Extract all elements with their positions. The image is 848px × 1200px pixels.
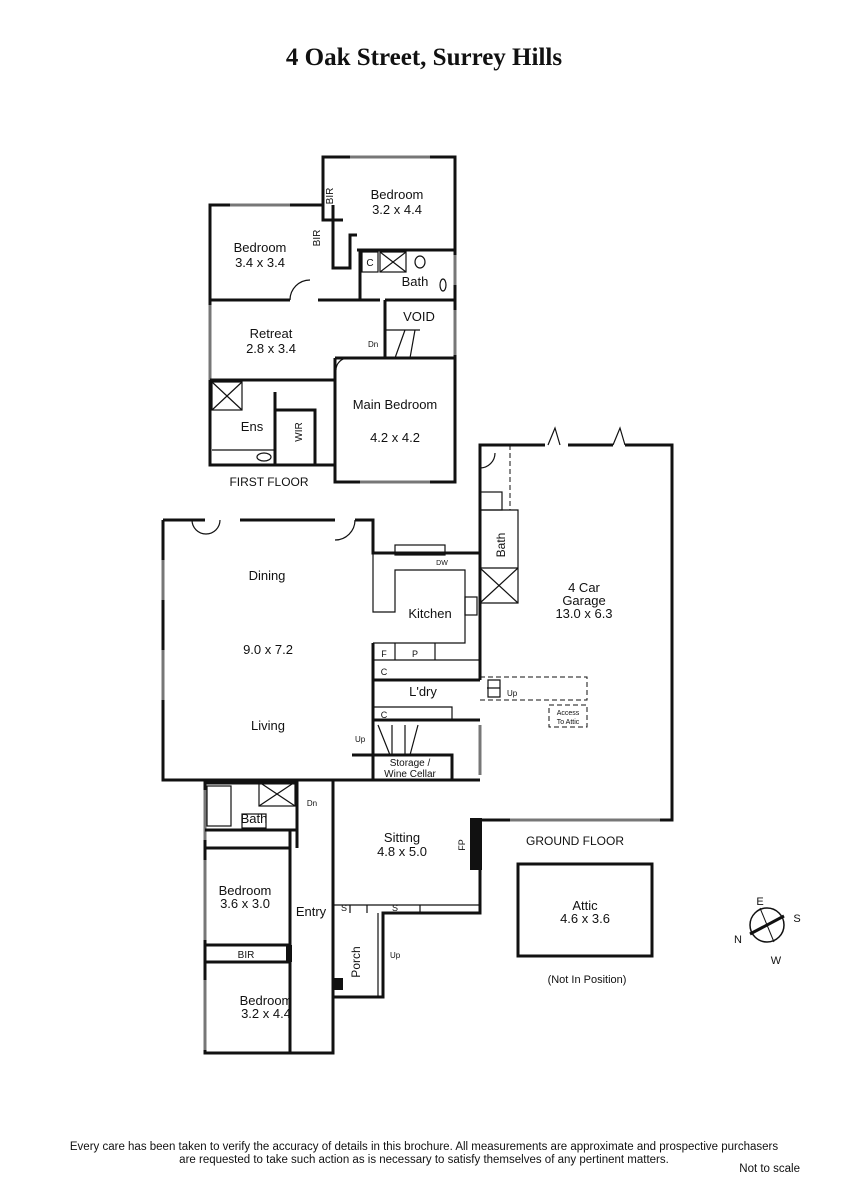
fridge-label: F xyxy=(381,649,387,659)
room-size: 2.8 x 3.4 xyxy=(246,341,296,356)
compass-icon: E S N W xyxy=(734,896,801,967)
first-floor: BIR BIR Bedroom 3.2 x 4.4 Bedroom 3.4 x … xyxy=(208,155,457,489)
porch-label: Porch xyxy=(349,946,363,977)
ground-floor-label: GROUND FLOOR xyxy=(526,834,624,848)
room-size: 4.2 x 4.2 xyxy=(370,430,420,445)
sitting-size: 4.8 x 5.0 xyxy=(377,844,427,859)
attic-label: Attic xyxy=(572,898,598,913)
up-label: Up xyxy=(507,689,518,698)
first-floor-label: FIRST FLOOR xyxy=(229,475,308,489)
s-label: S xyxy=(392,903,398,913)
void-label: VOID xyxy=(403,309,435,324)
pantry-label: P xyxy=(412,649,418,659)
s-label: S xyxy=(341,903,347,913)
entry-label: Entry xyxy=(296,904,327,919)
room-name: Main Bedroom xyxy=(353,397,438,412)
c-label: C xyxy=(381,667,388,677)
dn-label: Dn xyxy=(368,340,378,349)
room-name: Bedroom xyxy=(234,240,287,255)
dn-label: Dn xyxy=(307,799,317,808)
svg-text:E: E xyxy=(756,896,763,908)
attic-size: 4.6 x 3.6 xyxy=(560,911,610,926)
bir-label: BIR xyxy=(238,950,255,961)
room-name: Bedroom xyxy=(371,187,424,202)
wir-label: WIR xyxy=(294,422,305,441)
laundry-label: L'dry xyxy=(409,684,437,699)
room-name: Bedroom xyxy=(219,883,272,898)
dw-label: DW xyxy=(436,560,448,567)
kitchen-label: Kitchen xyxy=(408,606,451,621)
bath-label: Bath xyxy=(402,274,429,289)
living-label: Living xyxy=(251,718,285,733)
c-label: C xyxy=(381,710,388,720)
svg-text:S: S xyxy=(793,913,800,925)
garage-label: Garage xyxy=(562,593,605,608)
c-label: C xyxy=(366,258,373,269)
bath-label: Bath xyxy=(241,811,268,826)
room-size: 3.4 x 3.4 xyxy=(235,255,285,270)
bir-label: BIR xyxy=(325,188,336,205)
access-label: To Attic xyxy=(557,719,580,726)
garage-label: 4 Car xyxy=(568,580,600,595)
room-size: 3.6 x 3.0 xyxy=(220,896,270,911)
bir-label: BIR xyxy=(312,230,323,247)
attic: Attic 4.6 x 3.6 (Not In Position) xyxy=(516,862,654,986)
up-label: Up xyxy=(355,735,366,744)
room-name: Bedroom xyxy=(240,993,293,1008)
living-size: 9.0 x 7.2 xyxy=(243,642,293,657)
dining-label: Dining xyxy=(249,568,286,583)
attic-note: (Not In Position) xyxy=(548,974,627,986)
ens-label: Ens xyxy=(241,419,264,434)
room-size: 3.2 x 4.4 xyxy=(372,202,422,217)
sitting-label: Sitting xyxy=(384,830,420,845)
room-size: 3.2 x 4.4 xyxy=(241,1006,291,1021)
ground-floor: Dining 9.0 x 7.2 Living Kitchen DW F P C… xyxy=(161,426,674,1055)
room-name: Retreat xyxy=(250,326,293,341)
not-to-scale-note: Not to scale xyxy=(739,1163,800,1175)
storage-label: Storage / xyxy=(390,758,431,769)
garage-size: 13.0 x 6.3 xyxy=(555,606,612,621)
page-title: 4 Oak Street, Surrey Hills xyxy=(285,44,563,71)
svg-text:N: N xyxy=(734,934,742,946)
access-label: Access xyxy=(557,710,580,717)
wine-cellar-label: Wine Cellar xyxy=(384,769,436,780)
bath-label: Bath xyxy=(494,533,508,558)
svg-text:W: W xyxy=(771,955,782,967)
disclaimer: Every care has been taken to verify the … xyxy=(69,1141,779,1166)
up-label: Up xyxy=(390,951,401,960)
fireplace-label: FP xyxy=(457,839,467,851)
